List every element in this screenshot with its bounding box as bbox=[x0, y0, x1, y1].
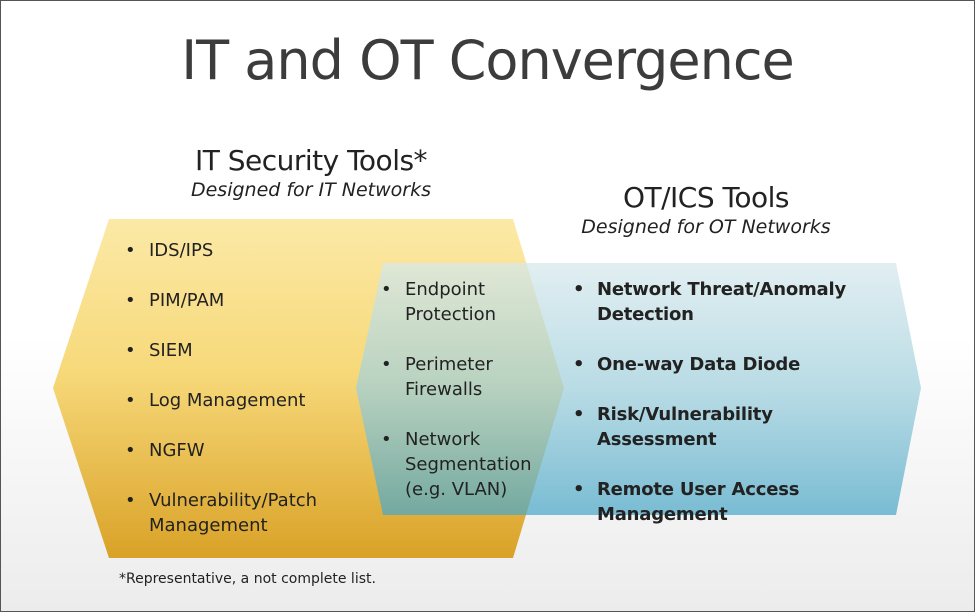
list-item: SIEM bbox=[125, 338, 365, 363]
list-item: Perimeter Firewalls bbox=[381, 352, 551, 402]
ot-tools-subheading: Designed for OT Networks bbox=[581, 216, 831, 238]
list-item: One-way Data Diode bbox=[573, 352, 893, 377]
list-item: Network Threat/Anomaly Detection bbox=[573, 277, 893, 327]
list-item: Network Segmentation (e.g. VLAN) bbox=[381, 427, 551, 502]
list-item: IDS/IPS bbox=[125, 238, 365, 263]
overlap-tools-list: Endpoint Protection Perimeter Firewalls … bbox=[381, 277, 551, 527]
list-item: Log Management bbox=[125, 388, 365, 413]
page-title: IT and OT Convergence bbox=[181, 29, 795, 92]
list-item: PIM/PAM bbox=[125, 288, 365, 313]
ot-tools-heading: OT/ICS Tools bbox=[622, 181, 790, 214]
ot-tools-header: OT/ICS Tools Designed for OT Networks bbox=[556, 181, 856, 238]
it-tools-heading: IT Security Tools* bbox=[194, 144, 428, 177]
it-tools-subheading: Designed for IT Networks bbox=[190, 179, 432, 201]
it-tools-header: IT Security Tools* Designed for IT Netwo… bbox=[141, 144, 481, 201]
list-item: Risk/Vulnerability Assessment bbox=[573, 402, 893, 452]
ot-tools-list: Network Threat/Anomaly Detection One-way… bbox=[573, 277, 893, 552]
it-tools-list: IDS/IPS PIM/PAM SIEM Log Management NGFW… bbox=[125, 238, 365, 563]
footnote: *Representative, a not complete list. bbox=[119, 571, 376, 587]
list-item: Endpoint Protection bbox=[381, 277, 551, 327]
list-item: NGFW bbox=[125, 438, 365, 463]
list-item: Vulnerability/Patch Management bbox=[125, 488, 365, 538]
list-item: Remote User Access Management bbox=[573, 477, 893, 527]
